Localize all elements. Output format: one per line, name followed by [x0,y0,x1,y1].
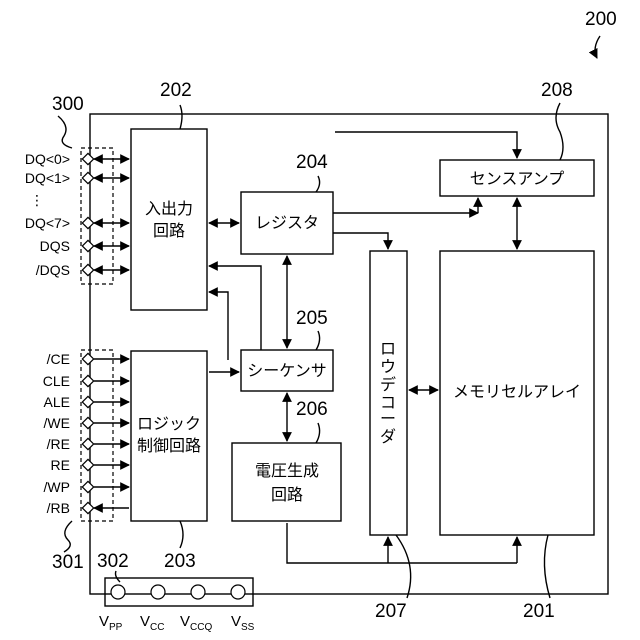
ref-voltage-gen: 206 [296,399,328,420]
ctrl-pin-label: /WP [44,479,70,495]
power-pin-label: VCC [140,613,164,633]
ref-io-circuit-leader [180,105,182,129]
ctrl-pin-pad [82,353,93,364]
row-decoder-label-1: ロ [380,341,396,358]
ctrl-pin-row: /WP [44,479,129,495]
ctrl-pin-pad [82,375,93,386]
register-label: レジスタ [255,214,319,232]
sense-amp-label: センスアンプ [470,170,565,188]
ref-power-pad-group: 302 [97,551,129,572]
ctrl-pin-pad [82,502,93,513]
ctrl-pin-pad [82,438,93,449]
io-pin-label: DQ<1> [25,170,70,186]
ctrl-pin-pad [82,481,93,492]
ctrl-pin-pad [82,459,93,470]
ref-logic-control-leader [180,521,183,548]
io-pin-pad [82,153,93,164]
ctrl-pad-group-outline [81,350,113,521]
ref-memory-array: 201 [523,601,555,622]
ref-voltage-gen-leader [316,423,320,443]
row-decoder-label-2: ウ [380,358,396,376]
power-pin-pad [151,585,165,599]
io-pin-row: /DQS [36,262,129,278]
logic-control-block [131,351,207,521]
io-pin-row: DQS [40,238,129,254]
ctrl-pin-label: /CE [47,351,70,367]
io-pin-pad [82,172,93,183]
io-circuit-block [131,129,207,310]
ref-power-pad-group-leader [116,571,121,582]
logic-control-label-1: ロジック [137,415,201,433]
ctrl-pin-pad [82,417,93,428]
io-pin-label: DQ<7> [25,215,70,231]
ref-ctrl-pad-group: 301 [52,552,84,573]
power-pin-label: VSS [231,613,255,633]
voltage-gen-label-2: 回路 [271,486,303,504]
row-decoder-label-4: コ [380,395,396,412]
power-pin-pad [111,585,125,599]
io-pin-row: ⋮ [30,192,44,208]
io-pad-group-outline [81,148,113,284]
conn-sequencer-io [209,266,261,350]
ref-sense-amp-leader [556,103,563,160]
ref-sense-amp: 208 [541,80,573,101]
ctrl-pin-label: ALE [44,394,70,410]
ctrl-pin-row: ALE [44,394,129,410]
ctrl-pin-label: RE [51,457,70,473]
ref-ctrl-pad-group-leader [64,521,72,552]
ctrl-pin-row: /WE [44,415,129,431]
ref-device: 200 [585,9,617,30]
ctrl-pin-label: CLE [43,373,70,389]
power-pin: VPP [99,585,125,633]
power-pin: VSS [231,585,255,633]
ref-io-pad-group: 300 [52,94,84,115]
ref-register: 204 [296,152,328,173]
ref-register-leader [316,176,320,192]
power-pin: VCC [140,585,165,633]
ctrl-pin-row: /CE [47,351,129,367]
sequencer-label: シーケンサ [247,362,327,380]
ref-sequencer-leader [316,331,320,350]
ref-sequencer: 205 [296,308,328,329]
conn-top-senseamp [335,132,517,158]
io-pin-pad [82,264,93,275]
power-pin-pad [191,585,205,599]
io-circuit-label-1: 入出力 [145,200,193,218]
ref-row-decoder: 207 [375,601,407,622]
power-pin: VCCQ [180,585,212,633]
ctrl-pin-label: /RE [47,436,70,452]
ctrl-pin-row: /RB [47,500,129,516]
ref-memory-array-leader [544,535,550,598]
ref-row-decoder-leader [396,535,411,598]
ctrl-pin-label: /WE [44,415,70,431]
io-pin-label: /DQS [36,262,70,278]
ctrl-pin-label: /RB [47,500,70,516]
ref-logic-control: 203 [164,551,196,572]
io-pin-pad [82,217,93,228]
row-decoder-label-3: デ [380,375,396,394]
power-pin-label: VPP [99,613,123,633]
io-pin-label: DQS [40,238,70,254]
voltage-gen-label-1: 電圧生成 [255,462,319,480]
io-pin-pad [82,240,93,251]
voltage-gen-block [232,443,341,521]
ctrl-pin-row: /RE [47,436,129,452]
io-pin-label: DQ<0> [25,151,70,167]
io-circuit-label-2: 回路 [153,222,185,240]
io-pin-ellipsis: ⋮ [30,192,44,208]
ref-device-leader [595,36,600,58]
conn-register-rowdec [333,233,388,249]
power-pin-label: VCCQ [180,613,212,633]
power-pin-pad [231,585,245,599]
ref-io-pad-group-leader [58,116,72,148]
conn-logic-io [209,292,228,360]
memory-array-label: メモリセルアレイ [453,384,581,401]
row-decoder-label-6: ダ [380,428,396,446]
row-decoder-label-5: ー [380,411,396,428]
ref-io-circuit: 202 [160,80,192,101]
ctrl-pin-row: CLE [43,373,129,389]
logic-control-label-2: 制御回路 [137,437,201,455]
ctrl-pin-pad [82,396,93,407]
